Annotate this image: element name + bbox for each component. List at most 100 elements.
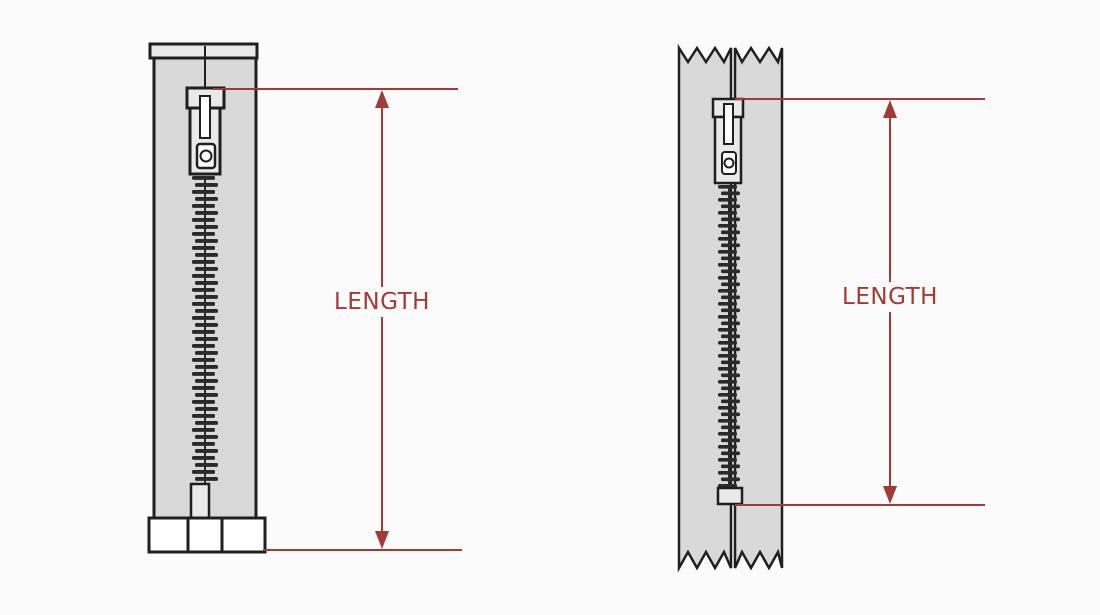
zipper-tooth [195, 463, 218, 467]
zipper-tooth [721, 347, 740, 352]
zipper-slider [185, 86, 226, 176]
zipper-tooth [718, 237, 737, 241]
zipper-tooth [195, 211, 218, 215]
zipper-tooth [192, 190, 215, 194]
zipper-tooth [721, 373, 740, 378]
zipper-tooth [195, 449, 218, 453]
zipper-tooth [195, 183, 218, 187]
zipper-tooth [195, 351, 218, 355]
zipper-tooth [721, 204, 740, 209]
zipper-tooth [721, 308, 740, 313]
zipper-closed-end [147, 42, 267, 554]
zipper-tooth [721, 295, 740, 300]
arrowhead-top [883, 100, 897, 118]
zipper-tooth [195, 477, 218, 481]
zipper-tooth [721, 477, 740, 482]
bottom-box-stop [147, 516, 267, 554]
zipper-tooth [192, 428, 215, 432]
zipper-tooth [195, 309, 218, 313]
zipper-tooth [195, 393, 218, 397]
zipper-tooth [192, 344, 215, 348]
zipper-tooth [195, 407, 218, 411]
zipper-tooth [195, 267, 218, 271]
zipper-tooth [721, 282, 740, 287]
zipper-tooth [195, 197, 218, 201]
zipper-tooth [718, 406, 737, 410]
zipper-tooth [192, 204, 215, 208]
zipper-tooth [195, 225, 218, 229]
zipper-tooth [721, 399, 740, 404]
zipper-tooth [192, 218, 215, 222]
zipper-tooth [192, 386, 215, 390]
zipper-tape-right [733, 45, 784, 571]
zipper-tooth [192, 288, 215, 292]
zipper-tooth [195, 337, 218, 341]
zipper-tooth [192, 232, 215, 236]
zipper-tooth [192, 316, 215, 320]
zipper-tooth [195, 435, 218, 439]
zipper-tooth [718, 484, 737, 488]
zipper-tooth [192, 456, 215, 460]
zipper-tooth [721, 438, 740, 443]
length-label-left: LENGTH [328, 287, 436, 317]
top-stop-bar [148, 42, 259, 60]
zipper-continuous [677, 43, 784, 573]
zipper-tooth [718, 445, 737, 449]
zipper-tooth [718, 341, 737, 345]
zipper-tooth [192, 274, 215, 278]
arrowhead-bottom [375, 531, 389, 549]
zipper-tooth [718, 289, 737, 293]
zipper-tooth [721, 464, 740, 469]
zipper-tooth [721, 191, 740, 196]
zipper-tooth [721, 360, 740, 365]
zipper-tooth [721, 256, 740, 261]
zipper-tooth [192, 176, 215, 180]
zipper-tooth [721, 334, 740, 339]
zipper-tooth [718, 471, 737, 475]
zipper-tooth [192, 414, 215, 418]
zipper-teeth [718, 185, 740, 488]
zipper-tooth [718, 224, 737, 228]
zipper-tooth [192, 442, 215, 446]
zipper-tooth [192, 358, 215, 362]
zipper-tooth [721, 412, 740, 417]
zipper-tooth [195, 253, 218, 257]
zipper-tooth [192, 330, 215, 334]
zipper-tooth [718, 367, 737, 371]
zipper-tooth [718, 380, 737, 384]
zipper-tooth [721, 425, 740, 430]
zipper-tooth [718, 185, 737, 189]
length-label-right: LENGTH [836, 282, 944, 312]
zipper-tooth [192, 470, 215, 474]
zipper-tooth [721, 451, 740, 456]
zipper-tooth [718, 458, 737, 462]
zipper-tooth [192, 400, 215, 404]
zipper-tooth [718, 198, 737, 202]
zipper-tooth [721, 230, 740, 235]
zipper-tooth [721, 243, 740, 248]
zipper-tooth [195, 295, 218, 299]
zipper-tooth [721, 321, 740, 326]
zipper-tooth [192, 246, 215, 250]
zipper-tooth [718, 432, 737, 436]
zipper-tooth [721, 269, 740, 274]
zipper-tooth [192, 260, 215, 264]
length-dimension-left [213, 88, 462, 551]
zipper-slider [711, 97, 745, 185]
zipper-tooth [192, 372, 215, 376]
zipper-tooth [721, 217, 740, 222]
zipper-tooth [721, 386, 740, 391]
zipper-tooth [195, 239, 218, 243]
zipper-tooth [718, 393, 737, 397]
zipper-tooth [192, 302, 215, 306]
zipper-tooth [718, 263, 737, 267]
zipper-tooth [718, 211, 737, 215]
zipper-tooth [195, 379, 218, 383]
zipper-tooth [718, 276, 737, 280]
zipper-tooth [195, 323, 218, 327]
zipper-tooth [718, 419, 737, 423]
zipper-tooth [195, 421, 218, 425]
zipper-tooth [718, 315, 737, 319]
